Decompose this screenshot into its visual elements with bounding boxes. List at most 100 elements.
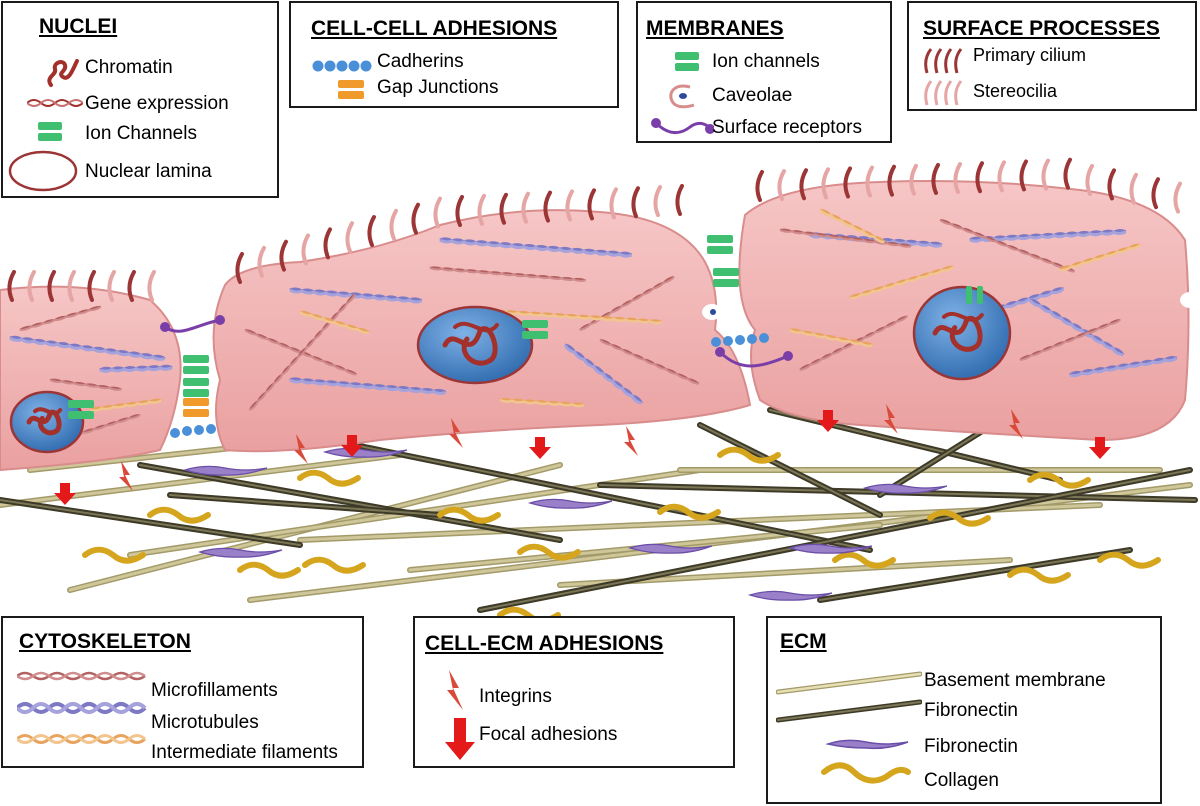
microtubule-strand-b	[1028, 299, 1124, 357]
legend-item-integrins: Integrins	[479, 686, 552, 707]
nuclear-ion-channel	[522, 331, 548, 339]
collagen-fiber	[832, 551, 896, 569]
ion-channel	[707, 246, 733, 254]
intermediate-filament	[299, 310, 370, 335]
cadherin-bead	[206, 424, 216, 434]
legend-cell-ecm-adhesions: CELL-ECM ADHESIONS Integrins Focal adhes…	[413, 616, 735, 768]
fibronectin-fiber-highlight	[329, 439, 871, 551]
ion-channels-icon	[38, 122, 62, 141]
fibronectin-molecule	[627, 543, 713, 554]
microtubule	[969, 229, 1127, 243]
fibronectin-molecule-icon	[826, 739, 909, 750]
primary-cilium	[87, 270, 96, 302]
stereocilium	[865, 165, 874, 198]
microfilament	[49, 378, 122, 391]
nuclear-lamina-icon	[8, 150, 78, 192]
legend-item-intermediate-filaments: Intermediate filaments	[151, 742, 338, 763]
legend-item-gene-expression: Gene expression	[85, 93, 229, 114]
collagen-fiber	[927, 509, 991, 527]
microfilament-strand-b	[779, 229, 912, 248]
legend-surface-processes-title: SURFACE PROCESSES	[923, 17, 1160, 40]
integrin	[624, 426, 638, 456]
microfilament-strand-a	[1019, 318, 1121, 361]
legend-item-cadherins: Cadherins	[377, 51, 464, 72]
legend-item-focal-adhesions: Focal adhesions	[479, 724, 618, 745]
chromatin-strand	[942, 311, 984, 322]
microfilament-strand-b	[249, 294, 356, 411]
chromatin	[26, 311, 984, 436]
microfilament-strand-b	[1019, 319, 1121, 361]
collagen-fiber	[437, 506, 501, 524]
legend-cell-cell-adhesions: CELL-CELL ADHESIONS Cadherins Gap Juncti…	[289, 1, 619, 108]
cadherin-bead	[194, 425, 204, 435]
microfilament	[939, 219, 1076, 273]
legend-nuclei-title: NUCLEI	[39, 15, 118, 38]
cadherin-bead	[723, 336, 733, 346]
primary-cilium	[1019, 159, 1028, 192]
legend-ecm: ECM Basement membrane Fibronectin Fibron…	[766, 616, 1162, 804]
cadherin-bead	[182, 426, 192, 436]
fibronectin-molecule	[862, 483, 948, 494]
microtubule	[439, 237, 633, 258]
microfilament-strand-b	[19, 306, 102, 332]
integrins-icon	[447, 670, 463, 710]
primary-cilium	[799, 168, 808, 201]
stereocilium	[653, 185, 662, 218]
stereocilium	[147, 270, 156, 302]
intermediate-filament	[89, 398, 162, 412]
intermediate-filament	[789, 328, 874, 348]
integrin	[1009, 409, 1023, 439]
legend-nuclei: NUCLEI Chromatin Gene expression Ion Cha…	[1, 1, 279, 198]
microfilament-strand-b	[599, 339, 699, 385]
stereocilium	[1129, 172, 1138, 205]
legend-item-microtubules: Microtubules	[151, 712, 259, 733]
focal-adhesion-stem	[347, 435, 357, 447]
microfilament-strand-b	[49, 379, 122, 391]
ion-channel	[707, 235, 733, 243]
fibronectin-fiber-icon	[776, 699, 922, 723]
basement-membrane-fiber-highlight	[28, 443, 262, 472]
fibronectin-molecule	[527, 498, 613, 509]
collagen-fiber	[717, 446, 781, 464]
cell-ecm-adhesions	[54, 404, 1111, 505]
collagen-fiber	[302, 556, 366, 574]
primary-cilium	[455, 195, 464, 227]
microtubule	[1028, 298, 1125, 357]
primary-cilium	[411, 202, 420, 235]
chromatin-strand	[442, 326, 498, 366]
extracellular-matrix	[0, 407, 1198, 624]
primary-cilium	[367, 215, 376, 248]
legend-item-ion-channels-membrane: Ion channels	[712, 51, 820, 72]
collagen-fiber	[517, 543, 581, 561]
stereocilium	[953, 162, 962, 195]
microtubule	[563, 343, 643, 405]
microfilament	[779, 228, 912, 248]
primary-cilium	[887, 164, 896, 197]
microfilament	[599, 339, 700, 385]
surface-processes	[7, 157, 1182, 302]
ion-channel	[183, 389, 209, 397]
legend-item-ion-channels: Ion Channels	[85, 123, 197, 144]
cadherin-bead	[711, 337, 721, 347]
primary-cilium-icon	[924, 48, 963, 74]
basement-membrane-icon	[776, 671, 922, 695]
intermediate-filament-strand-a	[849, 265, 954, 299]
focal-adhesion-stem	[535, 437, 545, 449]
cytoskeleton-filaments	[9, 208, 1178, 442]
primary-cilium	[1151, 177, 1160, 210]
caveolae-icon	[669, 84, 695, 109]
surface-receptor-head	[215, 315, 225, 325]
primary-cilium	[499, 192, 508, 225]
microtubule-strand-a	[1029, 298, 1125, 356]
legend-cell-ecm-title: CELL-ECM ADHESIONS	[425, 632, 664, 655]
stereocilium	[433, 196, 442, 229]
surface-receptor-head	[160, 322, 170, 332]
collagen-fiber	[1097, 551, 1161, 569]
stereocilium	[909, 163, 918, 196]
microfilament-strand-b	[429, 267, 586, 283]
focal-adhesion-head	[529, 447, 551, 459]
focal-adhesion-stem	[1095, 437, 1105, 449]
stereocilium	[477, 193, 486, 226]
intermediate-filament-strand-b	[299, 311, 370, 335]
legend-item-gap-junctions: Gap Junctions	[377, 77, 499, 98]
